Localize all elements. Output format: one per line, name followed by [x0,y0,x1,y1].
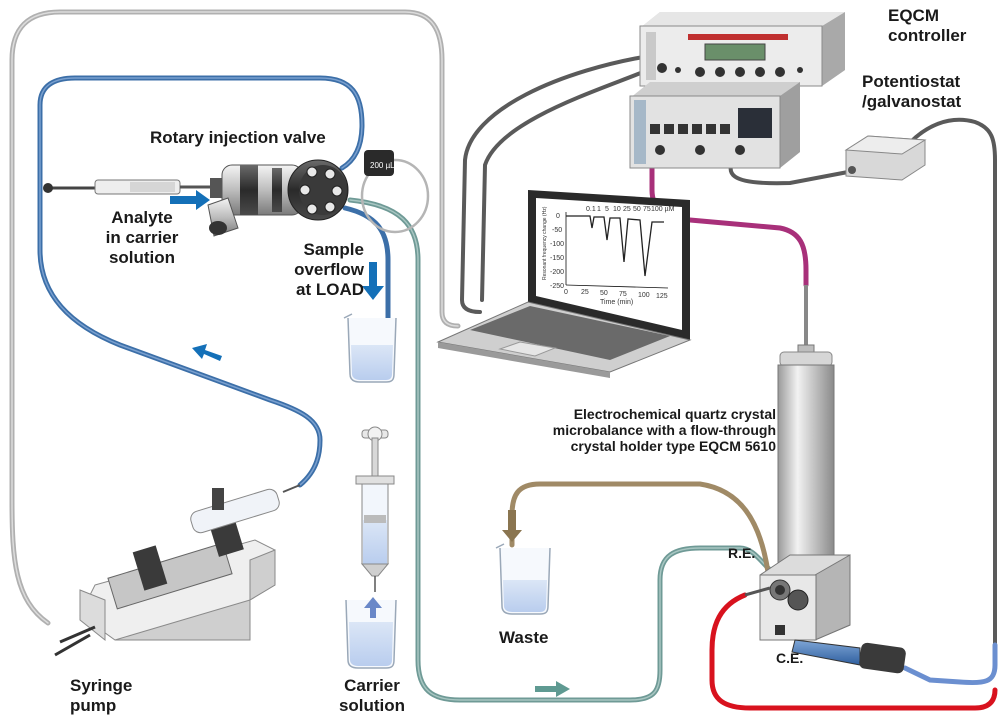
arrow-teal [535,681,570,697]
arrow-blue-tube [192,344,222,361]
eqcm-holder-label: Electrochemical quartz crystal microbala… [520,406,776,454]
eqcm-holder-label-line1: Electrochemical quartz crystal [573,406,776,422]
rotary-valve: 200 µL [43,150,430,237]
plot-ytick-6: -250 [550,283,564,290]
eqcm-cell [744,285,906,674]
overflow-label-line3: at LOAD [296,280,364,299]
carrier-label-line2: solution [338,696,406,715]
carrier-beaker [345,599,397,669]
eqcm-controller-unit [639,12,845,87]
potentiostat-label-line2: /galvanostat [862,92,962,111]
analyte-label-line2: in carrier [105,228,179,247]
eqcm-controller-label-line1: EQCM [888,6,939,25]
plot-annotation-6: 50 [633,206,641,213]
plot-ylabel: Resonant frequency change (Hz) [542,206,548,280]
loop-volume-label: 200 µL [370,161,395,170]
plot-ytick-5: -200 [550,269,564,276]
plot-xtick-4: 75 [619,291,627,298]
potentiostat-unit [629,82,800,169]
plot-xlabel: Time (min) [600,299,633,306]
syringe-pump-label: Syringe pump [70,676,132,716]
plot-ytick-1: 0 [556,213,560,220]
carrier-label: Carrier solution [326,676,418,716]
overflow-beaker [343,313,397,383]
red-cable [709,592,998,711]
plot-xtick-1: 0 [564,289,568,296]
cable-potentiostat-laptop [480,68,650,302]
plot-ytick-4: -150 [550,255,564,262]
analyte-label-line1: Analyte [111,208,173,227]
plot-annotation-5: 25 [623,206,631,213]
arrow-waste [502,510,522,542]
eqcm-holder-label-line2: microbalance with a flow-through [552,422,776,438]
potentiostat-label-line1: Potentiostat [862,72,961,91]
cable-box-right [903,117,997,647]
plot-annotation-4: 10 [613,206,621,213]
plot-xtick-5: 100 [638,292,650,299]
junction-box [844,135,927,181]
syringe-pump-label-line2: pump [70,696,117,715]
arrow-carrier-up [364,597,382,618]
plot-annotation-2: 1 [597,206,601,213]
flow-arrows [170,190,570,697]
eqcm-holder-label-line3: crystal holder type EQCM 5610 [570,438,776,454]
plot-xtick-2: 25 [581,289,589,296]
rotary-valve-label: Rotary injection valve [150,128,326,147]
waste-beaker [495,543,551,615]
screen-plot: 0.1 1 5 10 25 50 75 100 µM 0 -50 -100 -1… [542,206,675,306]
plot-ytick-2: -50 [552,227,562,234]
plot-annotation-8: 100 µM [651,206,675,213]
arrow-overflow [362,262,384,300]
blue-cable-ce [902,642,998,686]
plot-ytick-3: -100 [550,241,564,248]
syringe-pump-label-line1: Syringe [70,676,133,695]
analyte-label-line3: solution [108,248,176,267]
syringe-pump [54,484,301,657]
potentiostat-label: Potentiostat /galvanostat [862,72,961,112]
brown-waste-tube [509,481,771,575]
overflow-label-line2: overflow [294,260,364,279]
carrier-syringe [355,426,395,592]
eqcm-controller-label: EQCM controller [888,6,966,46]
plot-xtick-6: 125 [656,293,668,300]
plot-annotation-7: 75 [643,206,651,213]
analyte-label: Analyte in carrier solution [92,208,192,268]
ce-label: C.E. [776,650,804,666]
re-label: R.E. [728,545,756,561]
plot-xtick-3: 50 [600,290,608,297]
laptop: 0.1 1 5 10 25 50 75 100 µM 0 -50 -100 -1… [436,190,692,378]
plot-annotation-3: 5 [605,206,609,213]
carrier-label-line1: Carrier [344,676,400,695]
cable-controller-laptop [459,53,657,314]
arrow-analyte [170,190,210,210]
waste-label: Waste [499,628,549,647]
overflow-label-line1: Sample [303,240,364,259]
eqcm-controller-label-line2: controller [888,26,967,45]
plot-annotation-1: 0.1 [586,206,596,213]
overflow-label: Sample overflow at LOAD [260,240,364,300]
